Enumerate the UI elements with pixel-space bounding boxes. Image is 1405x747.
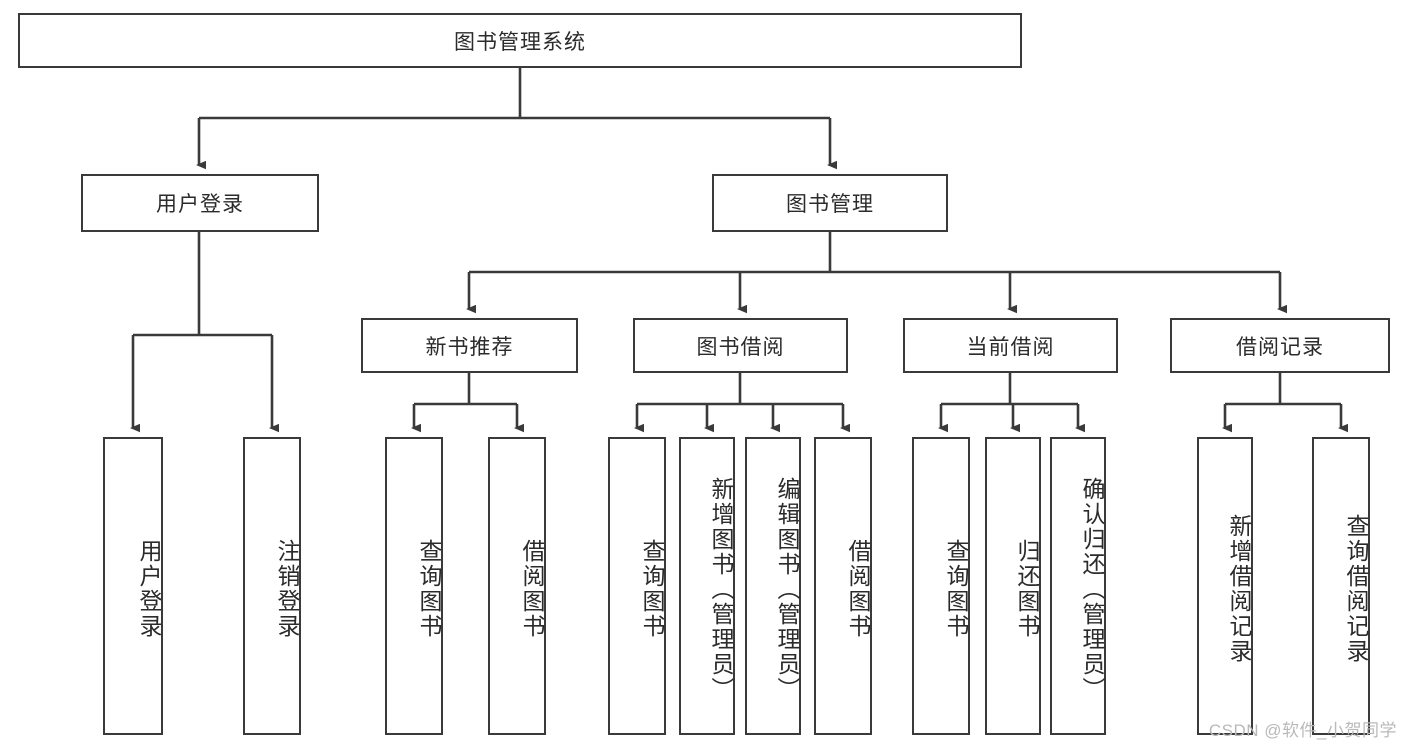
leaf-return-book[interactable]: 归还图书: [985, 437, 1041, 735]
leaf-query-book-3[interactable]: 查询图书: [912, 437, 970, 735]
node-label: 查询图书: [639, 539, 665, 639]
node-user-login[interactable]: 用户登录: [81, 174, 319, 232]
node-label: 当前借阅: [966, 335, 1055, 359]
leaf-query-book-2[interactable]: 查询图书: [608, 437, 666, 735]
node-borrow-record[interactable]: 借阅记录: [1170, 318, 1390, 373]
node-label: 借阅记录: [1236, 335, 1324, 359]
node-label: 查询图书: [943, 539, 969, 639]
edge-bookmanage-to-level2: [466, 232, 1287, 314]
node-label: 新书推荐: [425, 335, 514, 359]
leaf-edit-book-admin[interactable]: 编辑图书（管理员）: [745, 437, 801, 735]
node-label: 借阅图书: [845, 539, 871, 639]
node-label: 查询借阅记录: [1343, 514, 1369, 664]
watermark: CSDN @软件_小贺同学: [1208, 721, 1397, 740]
node-label: 图书借阅: [696, 335, 785, 359]
leaf-query-borrow-record[interactable]: 查询借阅记录: [1312, 437, 1370, 735]
node-label: 归还图书: [1014, 539, 1040, 639]
leaf-query-book-1[interactable]: 查询图书: [385, 437, 443, 735]
node-new-book-recommend[interactable]: 新书推荐: [361, 318, 578, 373]
node-label: 确认归还（管理员）: [1079, 476, 1105, 702]
edge-currentborrow-to-leaves: [938, 373, 1085, 433]
leaf-logout[interactable]: 注销登录: [243, 437, 301, 735]
leaf-add-borrow-record[interactable]: 新增借阅记录: [1197, 437, 1253, 735]
node-label: 借阅图书: [519, 539, 545, 639]
leaf-confirm-return-admin[interactable]: 确认归还（管理员）: [1050, 437, 1106, 735]
node-label: 编辑图书（管理员）: [774, 476, 800, 702]
node-label: 用户登录: [156, 193, 244, 216]
node-current-borrow[interactable]: 当前借阅: [903, 318, 1118, 373]
edge-userlogin-to-leaves: [130, 232, 279, 433]
node-book-manage[interactable]: 图书管理: [712, 174, 948, 232]
edge-borrowrecord-to-leaves: [1222, 373, 1348, 433]
node-label: 新增图书（管理员）: [708, 476, 734, 702]
node-label: 用户登录: [136, 539, 162, 639]
leaf-borrow-book-2[interactable]: 借阅图书: [814, 437, 872, 735]
node-book-borrow[interactable]: 图书借阅: [633, 318, 848, 373]
leaf-borrow-book-1[interactable]: 借阅图书: [488, 437, 546, 735]
edge-bookborrow-to-leaves: [634, 373, 850, 433]
node-label: 查询图书: [416, 539, 442, 639]
edge-root-to-level1: [196, 68, 837, 170]
node-label: 图书管理系统: [454, 30, 586, 54]
leaf-add-book-admin[interactable]: 新增图书（管理员）: [679, 437, 735, 735]
node-label: 图书管理: [786, 193, 874, 216]
node-label: 新增借阅记录: [1226, 514, 1252, 664]
node-label: 注销登录: [274, 539, 300, 639]
edge-newbookrec-to-leaves: [411, 373, 524, 433]
node-root[interactable]: 图书管理系统: [18, 13, 1022, 68]
leaf-user-login[interactable]: 用户登录: [103, 437, 163, 735]
